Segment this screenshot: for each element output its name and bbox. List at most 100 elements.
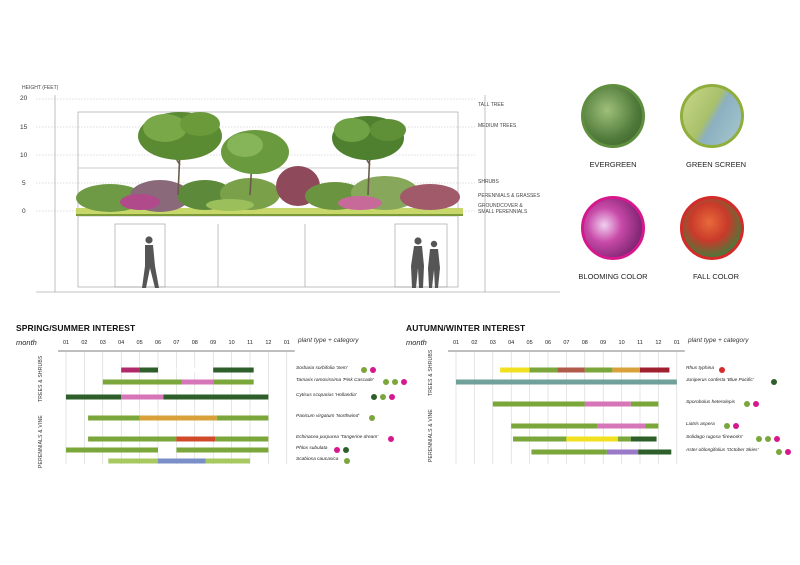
autumn-category-dot: [784, 449, 791, 455]
autumn-category-dot: [752, 401, 759, 407]
spring-month-label: month: [16, 338, 37, 347]
elevation-drawing: [36, 95, 560, 293]
spring-month-10: 11: [247, 340, 253, 346]
spring-bar-3-2: [216, 415, 269, 421]
spring-category-dot: [392, 379, 399, 385]
spring-month-3: 04: [118, 340, 125, 346]
spring-plant-name: Panicum virgatum 'Northwind': [296, 414, 360, 419]
spring-month-5: 06: [154, 340, 162, 346]
spring-bars: [58, 350, 295, 464]
autumn-category-dot: [775, 449, 782, 455]
spring-month-0: 01: [62, 340, 70, 346]
spring-bar-4-0: [88, 436, 177, 442]
spring-bar-3-1: [139, 415, 217, 421]
autumn-category-dot: [724, 423, 731, 429]
spring-bar-1-2: [213, 379, 254, 385]
legend-fall-label: FALL COLOR: [693, 272, 739, 281]
autumn-bar-4-1: [566, 436, 618, 442]
spring-plant-name: Tamarix ramosissima 'Pink Cascade': [296, 378, 374, 383]
autumn-plant-name: Juniperus conferta 'Blue Pacific': [686, 378, 754, 383]
layer-medium-trees: MEDIUM TREES: [478, 123, 517, 129]
autumn-bar-1-0: [456, 379, 677, 385]
autumn-category-dot: [770, 379, 777, 385]
autumn-bar-0-5: [640, 367, 670, 373]
autumn-plant-name: Liatris aspera: [686, 422, 715, 427]
autumn-category-dot: [733, 423, 740, 429]
spring-month-12: 01: [283, 340, 290, 346]
spring-title: SPRING/SUMMER INTEREST: [16, 323, 136, 333]
spring-bar-5-0: [66, 447, 158, 453]
spring-plant-type-label: plant type + category: [298, 337, 359, 344]
autumn-bar-3-0: [511, 423, 598, 429]
autumn-bar-4-2: [617, 436, 631, 442]
autumn-month-label: month: [406, 338, 427, 347]
autumn-plant-type-label: plant type + category: [688, 337, 749, 344]
autumn-bar-3-1: [597, 423, 646, 429]
autumn-month-1: 02: [471, 340, 478, 346]
autumn-bar-4-3: [630, 436, 657, 442]
autumn-bar-0-1: [529, 367, 558, 373]
spring-bar-5-1: [158, 447, 177, 453]
spring-plant-name: Phlox subulata: [296, 446, 328, 451]
autumn-plant-name: Solidago rugosa 'fireworks': [686, 435, 744, 440]
layer-perennials: PERENNIALS & GRASSES: [478, 193, 540, 199]
height-axis-label: HEIGHT (FEET): [22, 85, 59, 91]
spring-bar-5-2: [176, 447, 269, 453]
spring-bar-2-2: [163, 394, 269, 400]
spring-category-dot: [401, 379, 408, 385]
evergreen-foliage-image: [581, 84, 645, 148]
blooming-flowers-image: [581, 196, 645, 260]
spring-month-9: 10: [228, 340, 235, 346]
autumn-month-9: 10: [618, 340, 625, 346]
spring-category-dot: [388, 436, 395, 442]
legend-green-screen-label: GREEN SCREEN: [685, 160, 746, 169]
autumn-bar-0-4: [612, 367, 640, 373]
autumn-bar-3-2: [645, 423, 659, 429]
autumn-month-10: 11: [637, 340, 643, 346]
spring-bar-6-0: [108, 458, 158, 464]
autumn-bar-2-0: [492, 401, 585, 407]
autumn-bar-0-2: [557, 367, 585, 373]
autumn-month-8: 09: [600, 340, 607, 346]
spring-bar-3-0: [88, 415, 140, 421]
spring-category-dot: [368, 415, 375, 421]
height-tick-0: 0: [22, 208, 26, 215]
autumn-category-dot: [765, 436, 772, 442]
legend-evergreen-label: EVERGREEN: [589, 160, 637, 169]
spring-bar-0-3: [213, 367, 254, 373]
layer-groundcover: GROUNDCOVER &: [478, 203, 523, 209]
autumn-month-6: 07: [563, 340, 570, 346]
spring-category-dot: [380, 394, 387, 400]
autumn-bar-0-0: [500, 367, 530, 373]
spring-bar-0-1: [139, 367, 158, 373]
height-tick-10: 10: [20, 152, 28, 159]
autumn-bar-5-1: [606, 449, 639, 455]
autumn-plant-name: Rhus typhina: [686, 366, 714, 371]
spring-month-7: 08: [191, 340, 198, 346]
autumn-month-2: 03: [489, 340, 496, 346]
autumn-bar-2-2: [630, 401, 659, 407]
spring-plant-name: Cytisus scoparius 'Hollandia': [296, 393, 357, 398]
spring-category-dot: [370, 367, 377, 373]
spring-month-2: 03: [99, 340, 106, 346]
autumn-month-4: 05: [526, 340, 533, 346]
height-tick-20: 20: [20, 95, 28, 102]
spring-bar-1-1: [181, 379, 214, 385]
autumn-month-5: 06: [544, 340, 552, 346]
spring-category-dot: [344, 458, 351, 464]
layer-small-perennials: SMALL PERENNIALS: [478, 209, 528, 215]
spring-category-dot: [383, 379, 390, 385]
autumn-category-dot: [719, 367, 726, 373]
autumn-month-0: 01: [452, 340, 460, 346]
legend-blooming-label: BLOOMING COLOR: [578, 272, 648, 281]
spring-bar-2-1: [121, 394, 164, 400]
autumn-bar-0-3: [584, 367, 613, 373]
spring-category-dot: [361, 367, 368, 373]
spring-plant-name: Sorbaria sorbifolia 'Sem': [296, 366, 348, 371]
spring-month-8: 09: [210, 340, 217, 346]
spring-bar-4-2: [215, 436, 269, 442]
spring-bar-2-0: [66, 394, 122, 400]
autumn-category-dot: [756, 436, 763, 442]
spring-category-dot: [343, 447, 350, 453]
fall-foliage-image: [680, 196, 744, 260]
